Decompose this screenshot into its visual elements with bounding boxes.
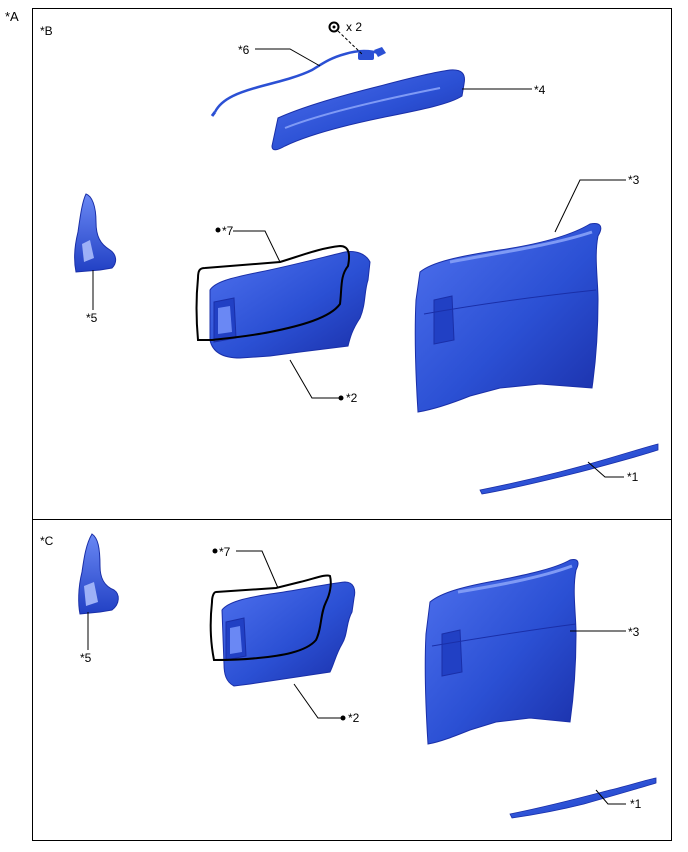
panel-c-callout-2: *2 <box>348 711 360 725</box>
panel-c-leaders <box>87 550 626 805</box>
panel-b-dot-2 <box>338 395 344 401</box>
panel-c-dot-2 <box>340 715 346 721</box>
panel-c-wire-part7 <box>209 574 332 662</box>
panel-c-frame <box>32 519 672 841</box>
panel-b-leaders <box>92 48 626 478</box>
panel-b-tag: *B <box>40 24 53 38</box>
panel-c-pillar-part5 <box>78 533 119 615</box>
panel-b-quarter-trim-part3 <box>414 223 602 413</box>
panel-c-scuff-part1 <box>509 777 657 819</box>
label-a: *A <box>5 9 19 24</box>
panel-b-scuff-part1 <box>479 443 659 495</box>
panel-b-callout-2: *2 <box>346 391 358 405</box>
panel-b-dot-7 <box>215 227 221 233</box>
panel-b-pillar-part5 <box>74 193 117 273</box>
panel-b-wire-part7 <box>195 244 350 341</box>
panel-c-callout-7: *7 <box>219 545 231 559</box>
panel-b-callout-4: *4 <box>534 83 546 97</box>
panel-b-garnish-part4 <box>271 69 465 151</box>
panel-b-callout-1: *1 <box>627 470 639 484</box>
panel-b-qty-label: x 2 <box>346 20 363 34</box>
panel-c-tag: *C <box>40 534 54 548</box>
panel-c-lower-trim-part2 <box>221 581 356 687</box>
panel-b-callout-5: *5 <box>86 311 98 325</box>
panel-b-clip <box>328 21 363 55</box>
panel-b-callout-7: *7 <box>222 224 234 238</box>
panel-b-harness-part6 <box>210 47 386 117</box>
panel-c-callout-5: *5 <box>80 651 92 665</box>
panel-b-lower-trim-part2 <box>209 251 371 359</box>
panel-b-callout-3: *3 <box>628 173 640 187</box>
panel-c-dot-7 <box>212 548 218 554</box>
panel-b-callout-6: *6 <box>238 43 250 57</box>
panel-c-callout-1: *1 <box>630 797 642 811</box>
panel-c-callout-3: *3 <box>628 625 640 639</box>
panel-c-quarter-trim-part3 <box>424 559 579 745</box>
